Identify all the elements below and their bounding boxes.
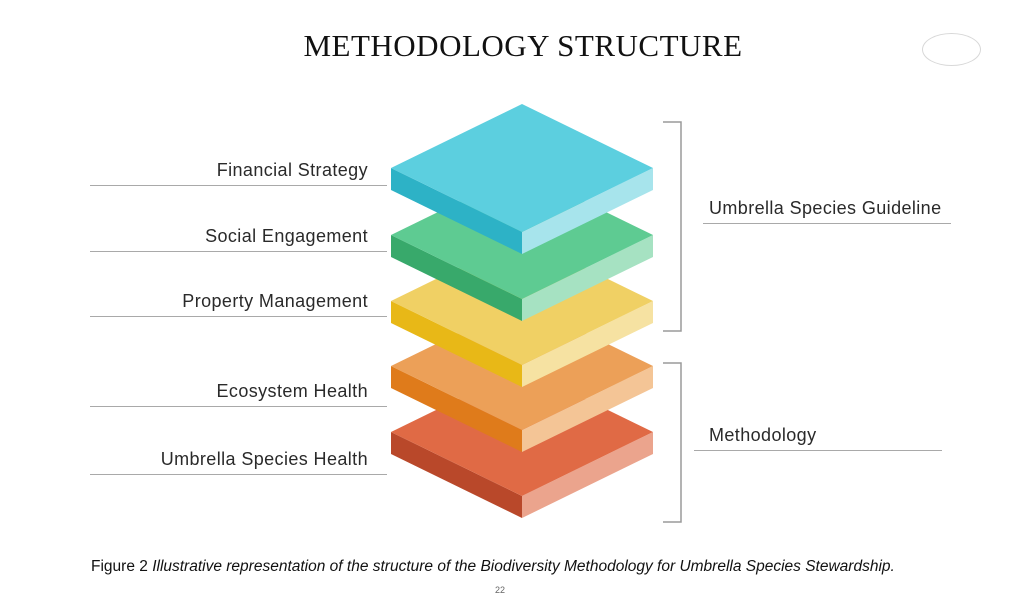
page-title: METHODOLOGY STRUCTURE [303,28,743,63]
slab-left-face [391,432,522,518]
rule-social-engagement [90,251,387,252]
rule-methodology [694,450,942,451]
slab-top-face [391,104,653,232]
slab-right-face [522,366,653,452]
slab-right-face [522,235,653,321]
caption-figure-number: Figure 2 [91,558,148,575]
rule-property-management [90,316,387,317]
layer-label-umbrella-species-health: Umbrella Species Health [160,449,368,469]
bracket-methodology [663,362,682,523]
caption-text: Illustrative representation of the struc… [152,558,895,575]
page-number: 22 [495,585,506,595]
rule-umbrella-species-guideline [703,223,951,224]
slab-left-face [391,301,522,387]
group-label-methodology: Methodology [709,425,817,445]
corner-badge [922,33,981,66]
slab-left-face [391,168,522,254]
slab-right-face [522,301,653,387]
layer-label-social-engagement: Social Engagement [205,226,368,246]
rule-financial-strategy [90,185,387,186]
slab-left-face [391,235,522,321]
bracket-umbrella-species-guideline [663,121,682,332]
group-label-umbrella-species-guideline: Umbrella Species Guideline [709,198,942,218]
layer-label-financial-strategy: Financial Strategy [216,160,368,180]
layer-label-property-management: Property Management [182,291,368,311]
slab-left-face [391,366,522,452]
rule-ecosystem-health [90,406,387,407]
rule-umbrella-species-health [90,474,387,475]
layer-slab-financial-strategy [391,104,653,254]
figure-caption: Figure 2 Illustrative representation of … [91,558,895,576]
slab-right-face [522,168,653,254]
slab-right-face [522,432,653,518]
layer-label-ecosystem-health: Ecosystem Health [216,381,368,401]
